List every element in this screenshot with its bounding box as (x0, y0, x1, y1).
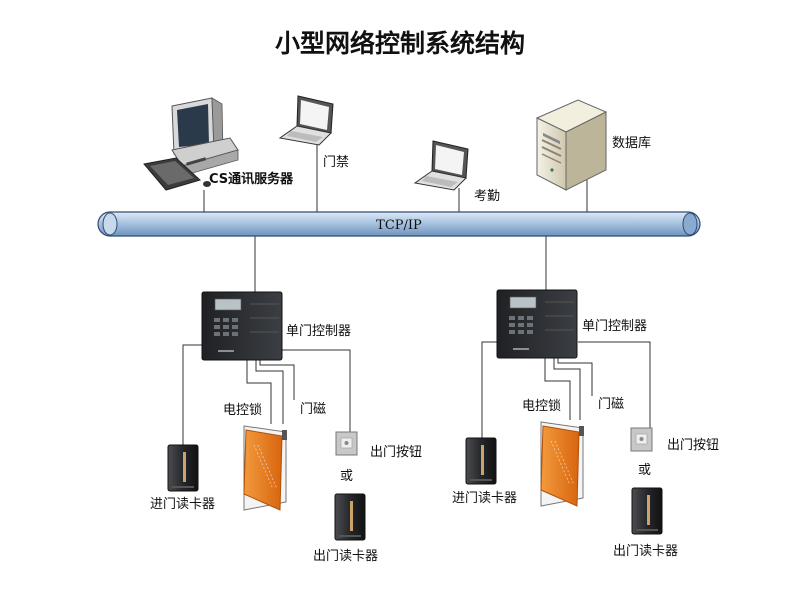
desktop-computer-icon (143, 97, 239, 191)
lock-wire (544, 358, 571, 420)
exit-button-wire (578, 341, 651, 428)
attendance-laptop-icon (413, 140, 469, 191)
door-controller-icon (201, 291, 283, 361)
entry-reader-wire (182, 344, 204, 445)
access-laptop-icon (278, 95, 334, 146)
magnet-wire-2 (259, 360, 295, 400)
entry-card-reader-icon (167, 444, 199, 492)
exit-card-reader-icon (334, 493, 366, 541)
exit-button-label: 出门按钮 (667, 438, 719, 453)
server-label: CS通讯服务器 (209, 171, 294, 187)
exit-button-icon (335, 431, 358, 456)
access-label: 门禁 (323, 155, 349, 170)
exit-reader-label: 出门读卡器 (613, 544, 678, 559)
door-unit-2: 单门控制器 进门读卡器 电控锁 门磁 出门按钮 或 (452, 289, 719, 559)
exit-reader-label: 出门读卡器 (313, 549, 378, 564)
entry-reader-label: 进门读卡器 (452, 491, 517, 506)
exit-button-wire (282, 349, 351, 432)
exit-button-label: 出门按钮 (370, 445, 422, 460)
database-server-icon (535, 99, 608, 191)
lock-wire (246, 360, 272, 424)
entry-card-reader-icon (465, 437, 497, 485)
diagram-title: 小型网络控制系统结构 (275, 29, 525, 58)
lock-label: 电控锁 (522, 398, 561, 414)
door-lock-icon (243, 425, 287, 511)
or-label: 或 (340, 469, 353, 484)
entry-reader-wire (481, 341, 497, 438)
tcpip-bus (97, 211, 701, 237)
attendance-label: 考勤 (474, 189, 500, 204)
magnet-wire-2 (557, 358, 593, 396)
exit-button-icon (630, 427, 653, 452)
magnet-wire (553, 358, 581, 420)
magnet-label: 门磁 (598, 397, 624, 412)
exit-card-reader-icon (631, 487, 663, 535)
magnet-label: 门磁 (300, 402, 326, 417)
entry-reader-label: 进门读卡器 (150, 497, 215, 512)
door-lock-icon (540, 421, 584, 507)
database-label: 数据库 (612, 135, 651, 151)
magnet-wire (255, 360, 284, 424)
bus-label: TCP/IP (376, 218, 422, 233)
lock-label: 电控锁 (223, 402, 262, 418)
or-label: 或 (638, 463, 651, 478)
controller-label: 单门控制器 (286, 324, 351, 339)
door-controller-icon (496, 289, 578, 359)
controller-label: 单门控制器 (582, 319, 647, 334)
door-unit-1: 单门控制器 进门读卡器 电控锁 门磁 出门按钮 或 (150, 291, 422, 564)
